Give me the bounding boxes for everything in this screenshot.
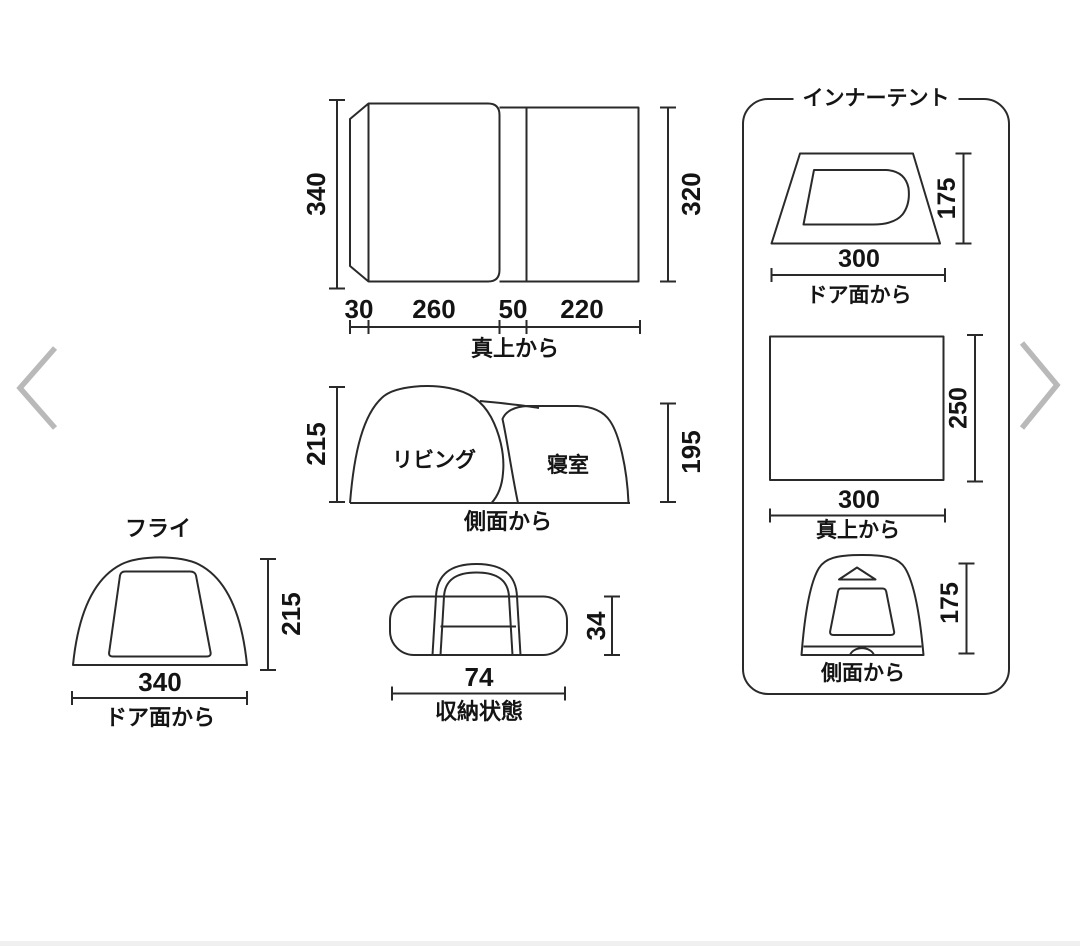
inner-top-width-label: 300 [838, 486, 880, 514]
inner-top-caption: 真上から [816, 518, 900, 542]
inner-tent-views: 175 300 ドア面から 250 300 真上から [769, 152, 983, 685]
bedroom-dome-outline [501, 405, 630, 504]
inner-side-height-label: 175 [936, 582, 964, 624]
inner-door-width-label: 300 [838, 245, 880, 273]
bedroom-top-outline [525, 106, 640, 283]
living-room-label: リビング [392, 448, 476, 472]
top-view-segment-label: 30 [345, 294, 374, 324]
inner-door-caption: ドア面から [807, 284, 912, 307]
fly-dome-outline [72, 556, 248, 666]
storage-bag-diagram: 34 74 収納状態 [389, 563, 620, 724]
fly-title: フライ [125, 516, 191, 541]
fly-width-label: 340 [138, 667, 181, 697]
inner-top-depth-label: 250 [945, 387, 973, 429]
bag-strap-line [431, 596, 437, 656]
top-view-segment-label: 220 [560, 294, 603, 324]
bag-height-label: 34 [581, 611, 611, 640]
top-view-segment-label: 50 [499, 294, 528, 324]
inner-side-groundport-arc [849, 647, 875, 656]
inner-tent-panel: インナーテント 175 300 ドア面から 250 300 真上から [742, 86, 1010, 695]
top-view-height-right-label: 320 [676, 172, 706, 215]
fly-caption: ドア面から [105, 705, 215, 730]
inner-tent-panel-title: インナーテント [793, 86, 959, 112]
fly-view-diagram: フライ 215 340 ドア面から [71, 516, 306, 730]
overall-top-view-diagram: 340 320 30 260 50 220 真上から [301, 99, 706, 361]
inner-top-view-outline [769, 335, 945, 481]
bag-handle-outer [435, 563, 518, 597]
bag-body-outline [389, 595, 568, 656]
inner-door-height-label: 175 [933, 178, 961, 220]
bag-strap-line [516, 596, 522, 656]
carousel-prev-button[interactable] [12, 340, 68, 440]
fly-door-outline [108, 570, 212, 658]
inner-side-vent-outline [838, 566, 877, 581]
fly-height-label: 215 [276, 592, 306, 635]
inner-door-view-outline [770, 152, 941, 245]
chevron-left-icon [16, 346, 58, 430]
side-view-height-right-label: 195 [676, 430, 706, 473]
side-view-caption: 側面から [463, 509, 552, 534]
inner-side-view-outline [800, 554, 925, 656]
top-view-segment-label: 260 [412, 294, 455, 324]
fly-ridge-line [479, 400, 540, 409]
chevron-right-icon [1019, 341, 1061, 430]
top-view-height-left-label: 340 [301, 172, 331, 215]
tent-top-outline [349, 102, 501, 283]
overall-side-view-diagram: リビング 寝室 215 195 側面から [301, 385, 706, 534]
bag-caption: 収納状態 [435, 699, 523, 724]
viewer-bottom-edge [0, 941, 1080, 946]
inner-side-window-outline [829, 587, 896, 636]
inner-door-opening-outline [802, 169, 910, 226]
living-dome-outline [349, 385, 505, 504]
bedroom-label: 寝室 [547, 453, 589, 477]
carousel-next-button[interactable] [1014, 338, 1070, 438]
bag-width-label: 74 [465, 662, 494, 692]
top-view-caption: 真上から [471, 336, 559, 361]
side-view-height-left-label: 215 [301, 422, 331, 465]
inner-side-caption: 側面から [820, 662, 905, 685]
bag-handle-inner [443, 571, 510, 597]
